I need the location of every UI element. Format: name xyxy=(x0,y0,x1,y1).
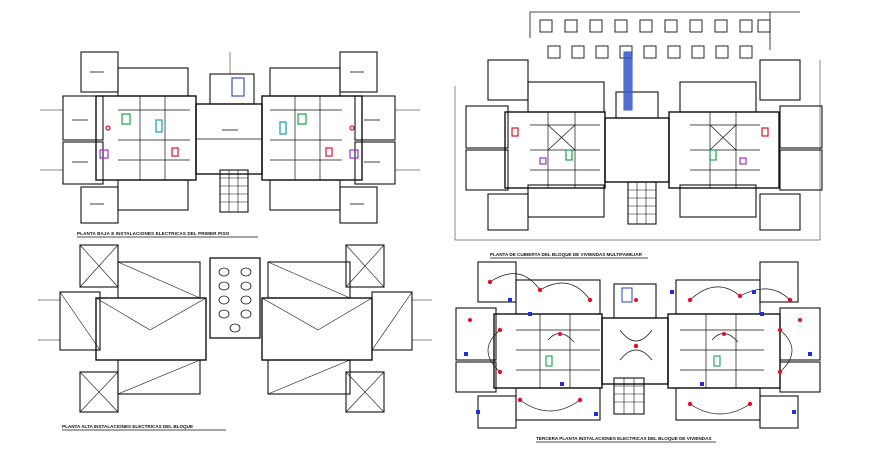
caption-upper-floor-plan: PLANTA ALTA INSTALACIONES ELECTRICAS DEL… xyxy=(62,424,193,429)
electrical-plan-drawing xyxy=(455,261,821,429)
ground-floor-plan-drawing xyxy=(40,51,420,224)
electrical-symbols-blue xyxy=(464,290,812,416)
electrical-wiring xyxy=(487,273,793,415)
caption-roof-plan: PLANTA DE CUBIERTA DEL BLOQUE DE VIVIEND… xyxy=(490,252,643,257)
electrical-symbols-red xyxy=(468,279,802,407)
electrical-fixtures xyxy=(545,287,721,367)
caption-ground-floor-plan: PLANTA BAJA E INSTALACIONES ELECTRICAS D… xyxy=(77,231,230,236)
ground-floor-fixtures xyxy=(99,77,359,159)
top-right-fixtures xyxy=(511,51,769,165)
roof-plan-drawing xyxy=(38,244,432,413)
roof-plan-top-right-drawing xyxy=(454,11,823,241)
caption-electrical-plan: TERCERA PLANTA INSTALACIONES ELECTRICAS … xyxy=(536,436,712,441)
